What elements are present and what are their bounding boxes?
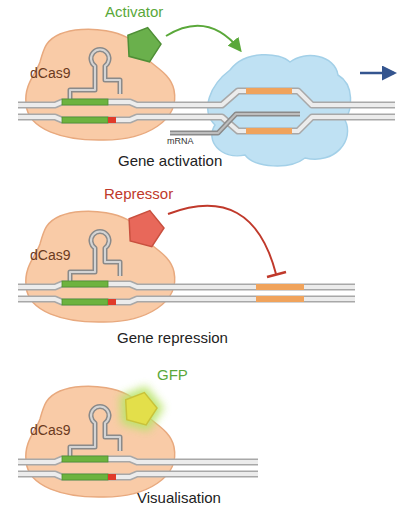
fusion-domain xyxy=(129,211,164,247)
panel-caption: Visualisation xyxy=(137,490,221,507)
mrna-label: mRNA xyxy=(167,137,194,147)
fusion-domain xyxy=(126,393,157,425)
protein-blob xyxy=(26,386,175,497)
activator-domain: Activator xyxy=(100,2,180,68)
panel-caption: Gene repression xyxy=(117,330,228,347)
node-label: dCas9 xyxy=(30,66,70,81)
node-label: GFP xyxy=(157,367,188,384)
transcription-arrow xyxy=(360,72,394,75)
panel-caption: Gene activation xyxy=(118,153,222,170)
node-label: Activator xyxy=(105,4,163,21)
node-label: Repressor xyxy=(104,186,173,203)
inhibition-arrow xyxy=(168,206,276,274)
fusion-domain xyxy=(128,28,161,62)
node-label: dCas9 xyxy=(30,423,70,438)
mrna-strand xyxy=(170,114,300,133)
activation-arrow xyxy=(166,26,240,50)
polymerase-blob xyxy=(208,55,351,166)
inhibition-bar xyxy=(267,272,286,277)
node-label: dCas9 xyxy=(30,248,70,263)
protein-blob xyxy=(26,211,175,322)
gene-segment xyxy=(246,88,304,302)
protein-blob xyxy=(26,29,175,140)
repressor-domain: Repressor xyxy=(100,184,180,250)
gfp-tag: GFP xyxy=(112,365,192,431)
